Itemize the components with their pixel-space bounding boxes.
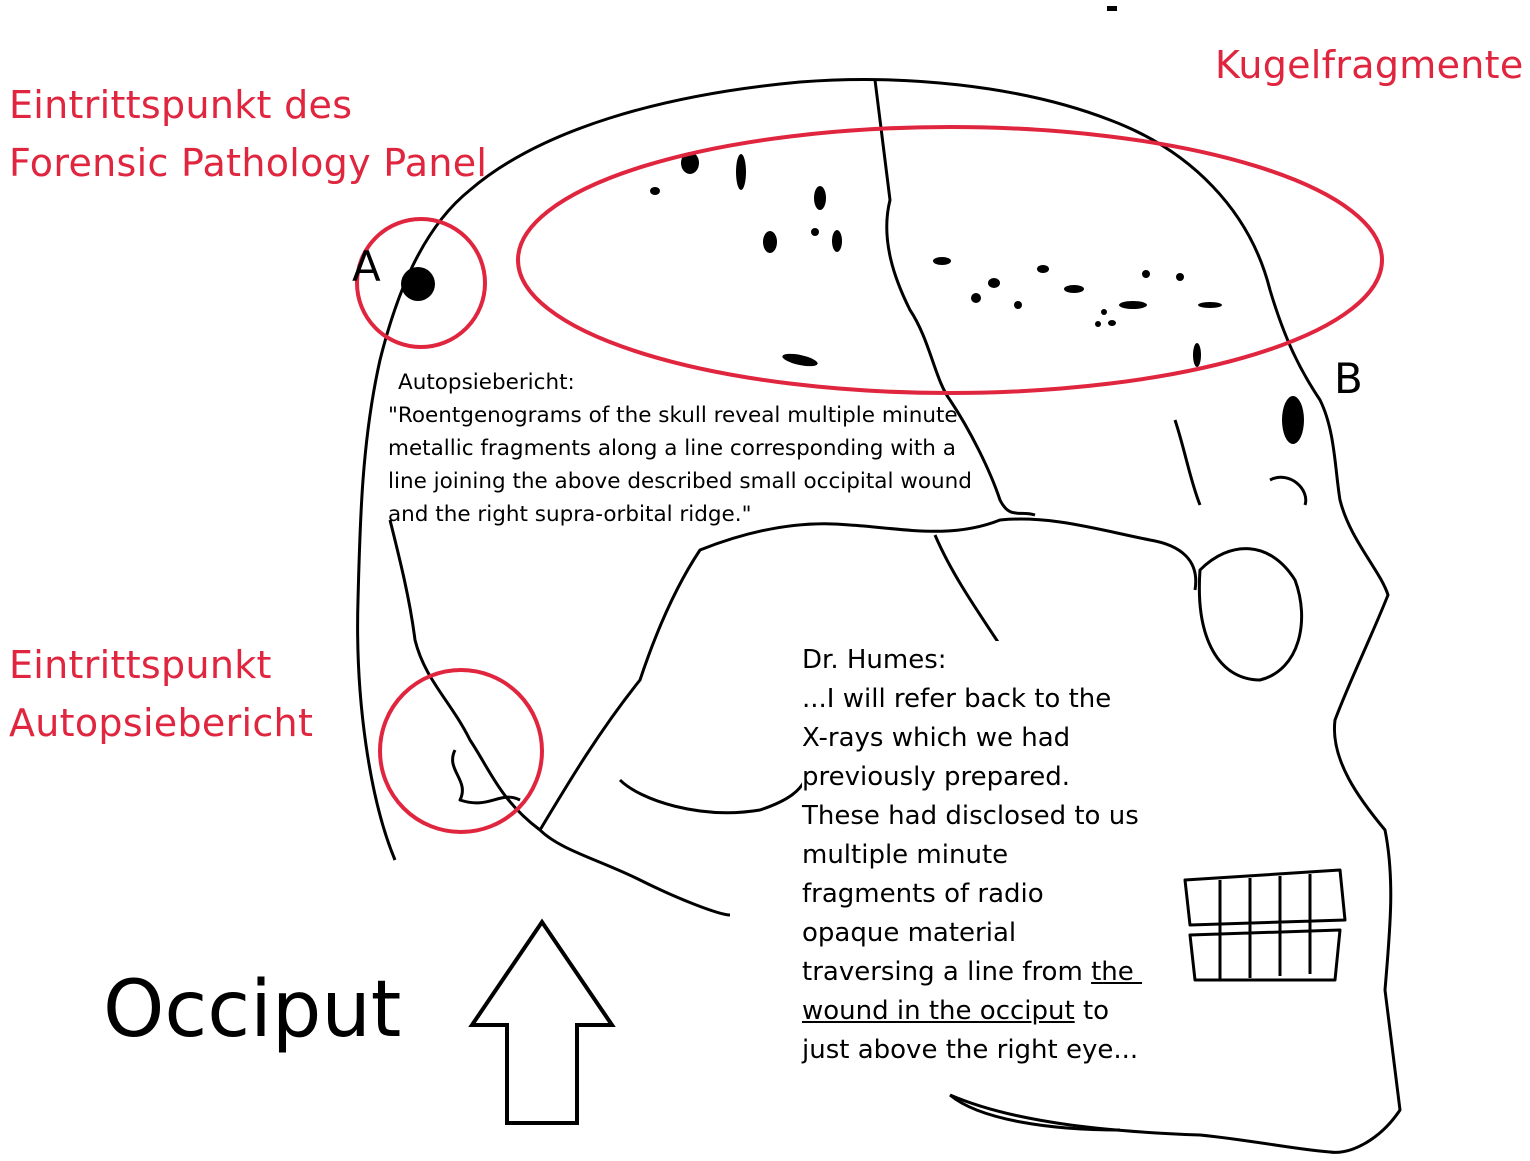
label-fragments: Kugelfragmente [1215,43,1524,87]
humes-quote: Dr. Humes: ...I will refer back to the X… [802,641,1148,1070]
quote-line: and the right supra-orbital ridge." [388,502,752,527]
skull-outline [356,78,1402,1154]
quote-line: X-rays which we had [802,723,1071,753]
quote-line: "Roentgenograms of the skull reveal mult… [388,403,958,428]
label-occiput: Occiput [103,965,402,1055]
quote-text: to [1074,996,1110,1026]
humes-heading: Dr. Humes: [802,645,947,675]
label-line: Eintrittspunkt des [9,83,353,127]
label-line: Autopsiebericht [9,701,314,745]
fragments-ellipse [516,125,1384,395]
quote-line: just above the right eye... [802,1035,1139,1065]
label-line: Forensic Pathology Panel [9,141,488,185]
quote-text: traversing a line from [802,957,1092,987]
quote-line: fragments of radio [802,879,1044,909]
quote-line: traversing a line from the [802,953,1142,992]
entry-circle-autopsy [378,668,544,834]
brow-ridge [1173,419,1308,506]
coronal-suture [873,79,1036,517]
entry-circle-panel [355,217,487,349]
teeth [1183,868,1347,982]
autopsy-report-quote: Autopsiebericht: "Roentgenograms of the … [388,366,972,531]
quote-underlined: the [1091,957,1142,987]
label-point-b: B [1334,354,1363,403]
suture-branch [933,534,1002,646]
squamous-suture [538,517,1198,831]
quote-line: multiple minute [802,840,1009,870]
quote-line: ...I will refer back to the [802,684,1112,714]
up-arrow-icon [468,918,616,1125]
quote-underlined: wound in the occiput [802,996,1075,1026]
label-entry-autopsy: Eintrittspunkt Autopsiebericht [9,636,313,752]
label-point-a: A [352,242,381,291]
autopsy-heading: Autopsiebericht: [398,370,575,395]
quote-line: These had disclosed to us [802,801,1139,831]
quote-line: wound in the occiput to [802,992,1142,1031]
bullet-fragments [401,6,1304,444]
quote-line: opaque material [802,918,1017,948]
quote-line: line joining the above described small o… [388,469,972,494]
jaw-lower [949,1093,1121,1132]
temporal-curve [618,778,807,815]
mastoid [451,749,521,805]
label-entry-panel: Eintrittspunkt des Forensic Pathology Pa… [9,76,487,192]
orbit [1197,547,1303,682]
quote-line: previously prepared. [802,762,1070,792]
label-line: Eintrittspunkt [9,643,272,687]
quote-line: metallic fragments along a line correspo… [388,436,956,461]
lambdoid-suture [388,519,731,917]
